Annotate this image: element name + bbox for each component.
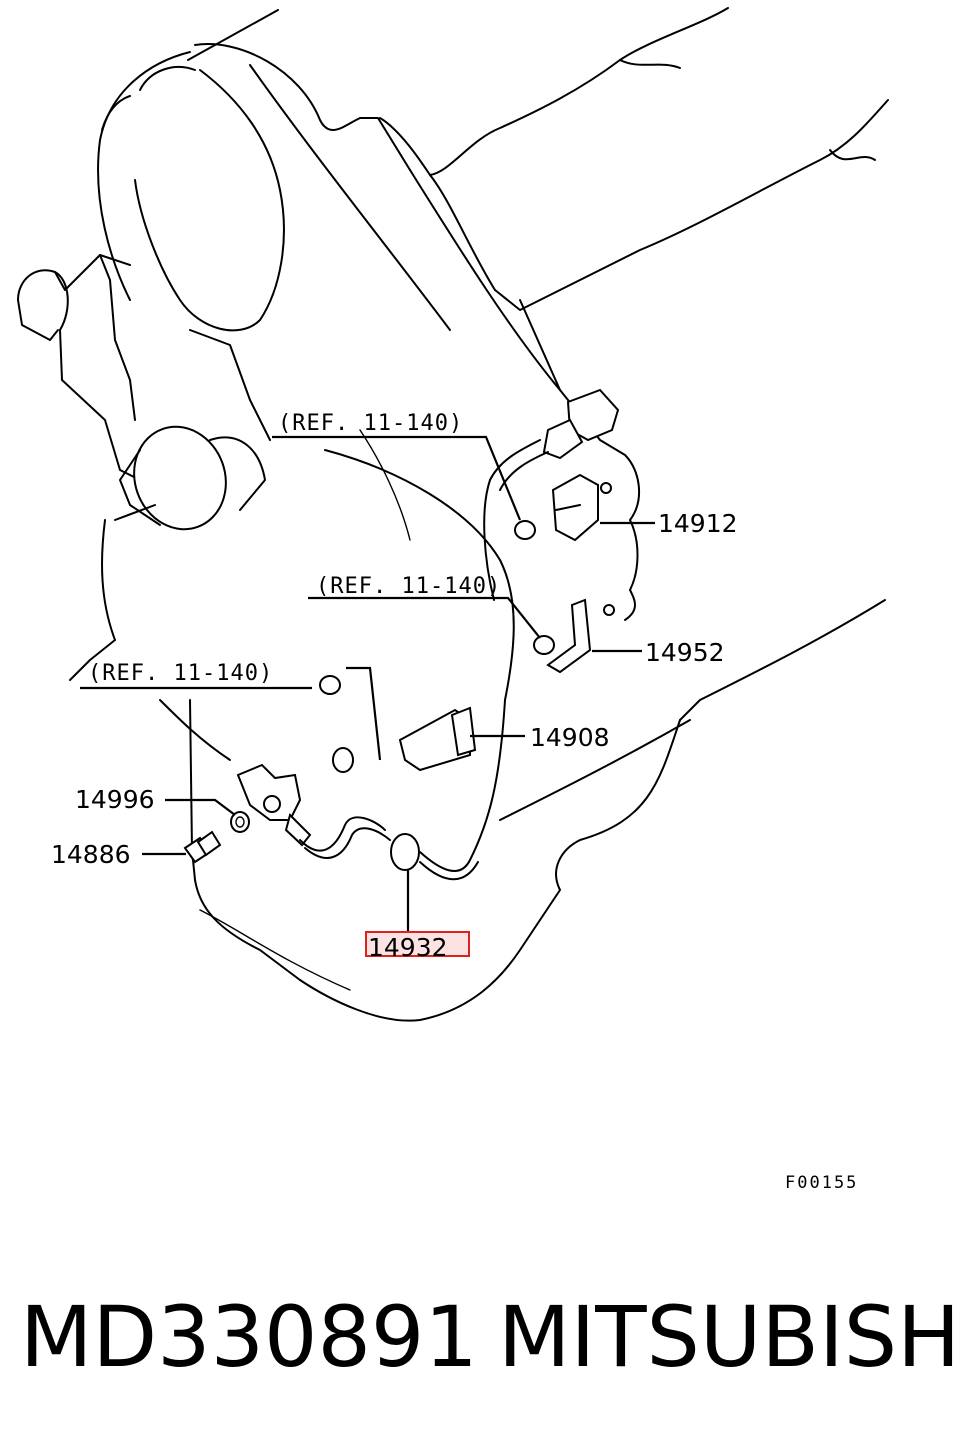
part-label-14908[interactable]: 14908 — [530, 723, 610, 752]
leader-lines — [80, 435, 655, 932]
bracket-14908 — [319, 675, 477, 773]
sensor-14932 — [236, 699, 506, 881]
engine-block-outline — [97, 7, 889, 391]
timing-housing — [17, 254, 271, 681]
brand-name: MITSUBISHI — [498, 1288, 960, 1386]
bracket-14912 — [514, 473, 615, 616]
sensor-connector — [483, 388, 620, 601]
ref-label-left: (REF. 11-140) — [88, 661, 273, 686]
highlight-box-14932 — [365, 931, 470, 957]
bolt-14886 — [183, 830, 222, 864]
part-number: MD330891 — [20, 1288, 478, 1386]
ref-label-top: (REF. 11-140) — [278, 411, 463, 436]
part-label-14886[interactable]: 14886 — [51, 840, 131, 869]
bell-housing — [159, 299, 886, 1022]
part-label-14996[interactable]: 14996 — [75, 785, 155, 814]
ref-label-middle: (REF. 11-140) — [316, 574, 501, 599]
part-label-14952[interactable]: 14952 — [645, 638, 725, 667]
footer: MD330891 MITSUBISHI — [0, 1282, 960, 1392]
figure-code: F00155 — [785, 1173, 858, 1193]
bracket-14952 — [533, 598, 592, 674]
part-label-14932[interactable]: 14932 — [368, 933, 448, 962]
part-label-14912[interactable]: 14912 — [658, 509, 738, 538]
washer-14996 — [230, 811, 250, 833]
